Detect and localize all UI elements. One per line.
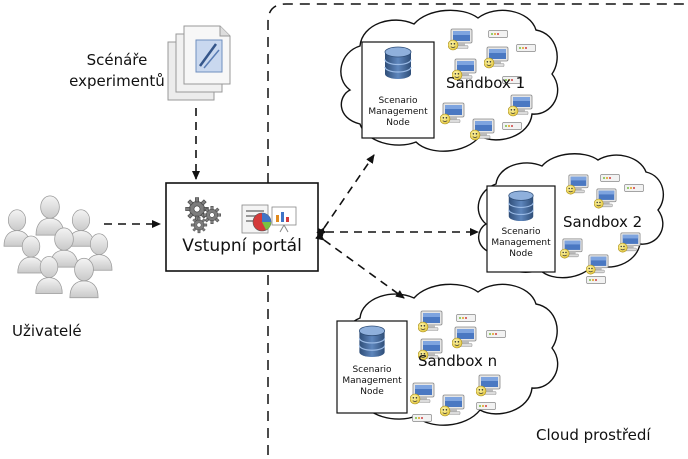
sandbox-2-label: Sandbox 2 — [563, 213, 643, 231]
sandbox-n-label: Sandbox n — [418, 352, 498, 370]
node-label-line: Management — [491, 238, 551, 248]
users-label: Uživatelé — [12, 322, 82, 340]
scenarios-label-line1: Scénáře — [86, 51, 148, 69]
node-label-line: Management — [342, 376, 402, 386]
node-label-line: Scenario — [378, 96, 418, 106]
sandbox-2-node-label: Scenario Management Node — [487, 227, 555, 260]
charts-icon — [241, 204, 297, 234]
document-stack-icon — [167, 25, 231, 101]
user-group-icon — [3, 195, 113, 299]
scenarios-label-line2: experimentů — [69, 72, 165, 90]
arrow-portal-sandbox-n — [315, 232, 405, 299]
node-label-line: Node — [509, 249, 533, 259]
arrow-portal-sandbox-1 — [316, 154, 375, 237]
sandbox-1-label: Sandbox 1 — [446, 74, 526, 92]
database-icon — [358, 325, 386, 358]
node-label-line: Management — [368, 107, 428, 117]
scenarios-label: Scénáře experimentů — [58, 50, 176, 92]
node-label-line: Node — [360, 387, 384, 397]
cloud-boundary — [267, 3, 688, 455]
database-icon — [508, 190, 534, 222]
database-icon — [384, 46, 412, 80]
computer-icon — [586, 254, 609, 275]
cloud-label: Cloud prostředí — [536, 426, 651, 444]
sandbox-n-node-label: Scenario Management Node — [337, 365, 407, 398]
node-label-line: Node — [386, 118, 410, 128]
node-label-line: Scenario — [501, 227, 541, 237]
portal-label: Vstupní portál — [182, 236, 302, 256]
node-label-line: Scenario — [352, 365, 392, 375]
sandbox-1-node-label: Scenario Management Node — [362, 96, 434, 129]
